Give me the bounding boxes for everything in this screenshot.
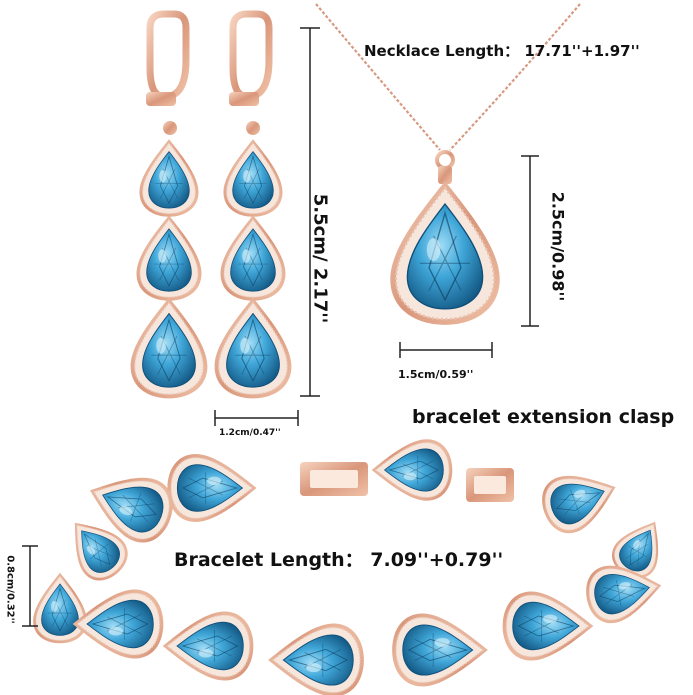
- earring-left: [129, 10, 209, 400]
- earring-right: [213, 10, 293, 400]
- pendant-height-dimension: [521, 155, 539, 327]
- bracelet-length-label: Bracelet Length： 7.09''+0.79'': [174, 549, 504, 571]
- necklace-pendant: [389, 150, 501, 326]
- bracelet-width-label: 0.8cm/0.32'': [4, 555, 16, 624]
- necklace-length-label: Necklace Length： 17.71''+1.97'': [364, 42, 640, 60]
- necklace-chain: [315, 3, 581, 151]
- bracelet: [32, 438, 676, 695]
- earring-width-dimension: [214, 410, 299, 426]
- earring-height-dimension: [300, 27, 320, 397]
- pendant-height-label: 2.5cm/0.98'': [548, 191, 568, 302]
- pendant-width-label: 1.5cm/0.59'': [398, 368, 474, 381]
- earring-height-label: 5.5cm/ 2.17'': [309, 193, 331, 324]
- pendant-width-dimension: [399, 342, 493, 358]
- bracelet-width-dimension: [22, 545, 38, 627]
- earring-width-label: 1.2cm/0.47'': [219, 428, 281, 438]
- bracelet-clasp-label: bracelet extension clasp: [412, 406, 675, 428]
